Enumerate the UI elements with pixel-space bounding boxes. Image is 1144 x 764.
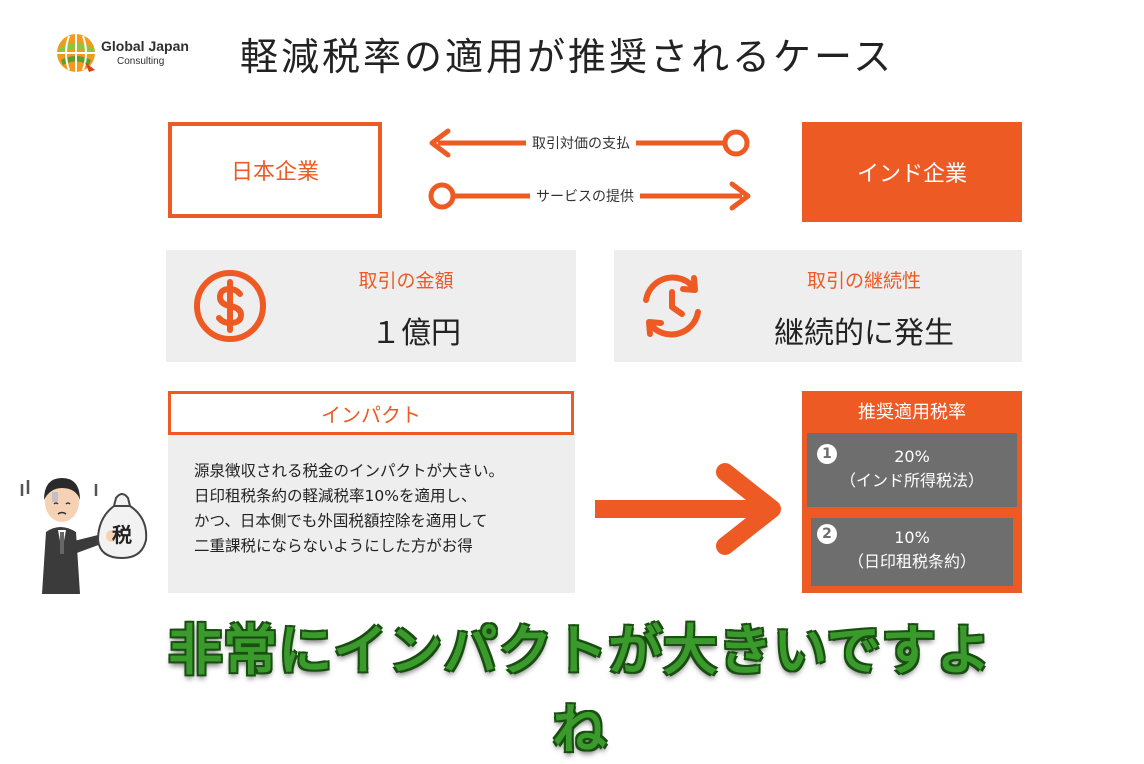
impact-line: 源泉徴収される税金のインパクトが大きい。 [194,462,505,480]
recommended-rate-heading: 推奨適用税率 [802,391,1022,431]
big-right-arrow [595,463,781,555]
impact-heading-label: インパクト [321,402,421,427]
impact-line: 日印租税条約の軽減税率10%を適用し、 [194,487,477,505]
rate-option: 2 10% （日印租税条約） [811,518,1013,586]
globe-logo-icon [57,34,95,72]
logo-subname: Consulting [117,56,165,67]
payment-arrow-label: 取引対価の支払 [526,133,636,153]
rate-value: 10% [894,528,930,547]
amount-value: １億円 [371,316,461,351]
rate-note: （日印租税条約） [847,552,976,571]
continuity-value: 継続的に発生 [774,316,954,351]
impact-line: 二重課税にならないようにした方がお得 [194,537,473,555]
page-title: 軽減税率の適用が推奨されるケース [240,35,895,79]
rate-value: 20% [894,447,930,466]
india-company-label: インド企業 [856,162,967,187]
logo: Global Japan Consulting [55,30,195,76]
recurring-clock-icon [643,274,701,338]
logo-name: Global Japan [101,38,189,54]
service-arrow-label: サービスの提供 [530,186,640,206]
amount-panel: 取引の金額 １億円 [166,250,576,362]
continuity-label: 取引の継続性 [806,270,921,292]
tax-bag-label: 税 [112,523,132,547]
dollar-icon [194,270,266,342]
japan-company-box: 日本企業 [168,122,382,218]
number-badge: 2 [817,524,837,544]
rate-note: （インド所得税法） [839,471,984,490]
number-badge: 1 [817,444,837,464]
subtitle-caption: 非常にインパクトが大きいですよね [166,617,992,763]
recommended-rate-heading-label: 推奨適用税率 [858,402,966,423]
continuity-panel: 取引の継続性 継続的に発生 [614,250,1022,362]
amount-label: 取引の金額 [358,270,454,292]
impact-heading: インパクト [168,391,574,435]
impact-body: 源泉徴収される税金のインパクトが大きい。 日印租税条約の軽減税率10%を適用し、… [168,435,575,593]
india-company-box: インド企業 [802,122,1022,222]
japan-company-label: 日本企業 [230,160,319,185]
impact-line: かつ、日本側でも外国税額控除を適用して [194,512,488,530]
worried-taxpayer-illustration: 税 [20,478,148,594]
rate-option: 1 20% （インド所得税法） [807,433,1017,507]
